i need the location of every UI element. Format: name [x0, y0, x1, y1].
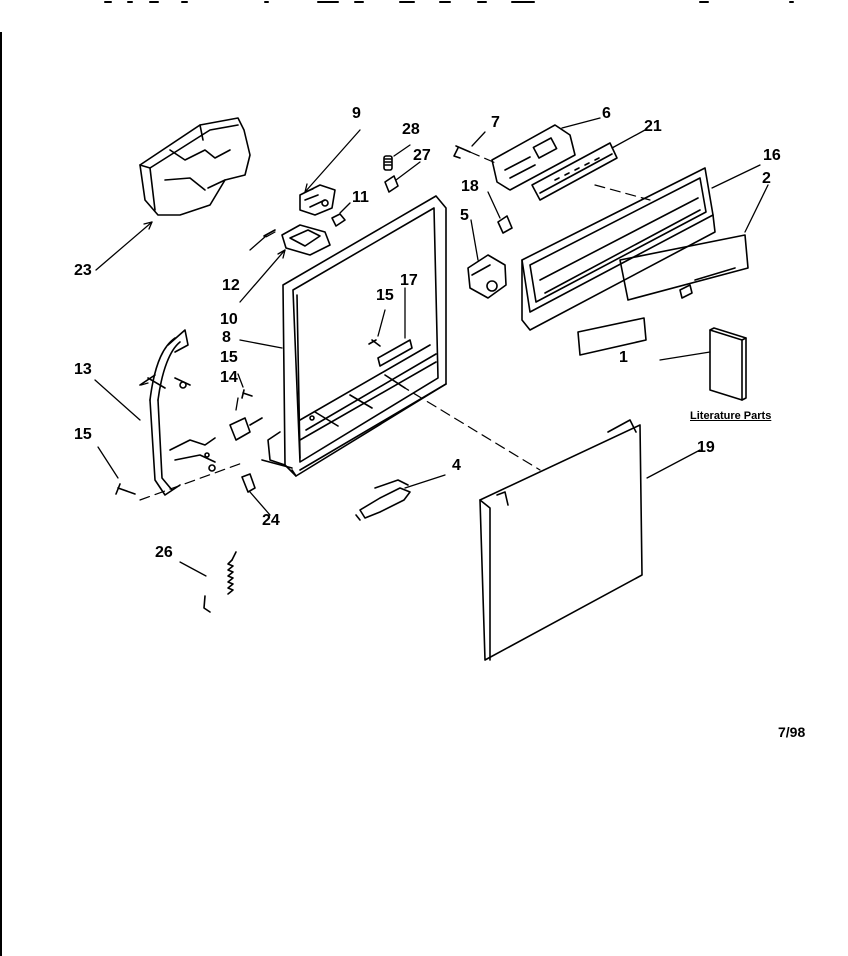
callout-14: 14	[220, 369, 238, 386]
part-5-switch	[467, 254, 507, 299]
part-17-strip	[377, 339, 413, 367]
part-23-duct-bracket	[139, 117, 251, 216]
callout-23: 23	[74, 262, 92, 279]
callout-28: 28	[402, 121, 420, 138]
part-15-screw-left	[115, 483, 136, 495]
literature-parts-label: Literature Parts	[690, 410, 772, 422]
part-1-strip	[577, 317, 647, 356]
part-15-screw-mid	[241, 389, 253, 399]
part-21-keypad	[531, 142, 618, 201]
part-9-latch	[299, 184, 336, 216]
callout-16: 16	[763, 147, 781, 164]
part-14-connector	[229, 417, 263, 441]
part-11-screw	[331, 213, 346, 227]
part-13-wire-harness	[139, 329, 216, 496]
callout-27: 27	[413, 147, 431, 164]
callout-15-center: 15	[376, 287, 394, 304]
part-15-screw-center	[368, 339, 381, 347]
callout-21: 21	[644, 118, 662, 135]
callout-12: 12	[222, 277, 240, 294]
leader-lines	[94, 117, 769, 577]
part-24-clip	[241, 473, 256, 493]
part-10-latch-base	[281, 224, 331, 256]
callout-2: 2	[762, 170, 771, 187]
callout-19: 19	[697, 439, 715, 456]
callout-4: 4	[452, 457, 461, 474]
part-27-clip	[384, 175, 399, 193]
part-6-control-panel	[491, 124, 576, 191]
callout-1: 1	[619, 349, 628, 366]
callout-18: 18	[461, 178, 479, 195]
part-18-knob	[497, 215, 513, 234]
part-16-console	[521, 167, 716, 331]
part-4-hinge	[355, 479, 411, 521]
callout-6: 6	[602, 105, 611, 122]
callout-13: 13	[74, 361, 92, 378]
callout-15-upper: 15	[220, 349, 238, 366]
part-7-screw	[453, 145, 471, 159]
part-19-outer-door-panel	[479, 419, 643, 661]
part-12-pin	[263, 229, 276, 237]
callout-7: 7	[491, 114, 500, 131]
callout-9: 9	[352, 105, 361, 122]
callout-15-left: 15	[74, 426, 92, 443]
literature-booklet	[709, 327, 747, 401]
callout-5: 5	[460, 207, 469, 224]
part-28-spring	[383, 155, 393, 171]
callout-10: 10	[220, 311, 238, 328]
callout-26: 26	[155, 544, 173, 561]
callout-24: 24	[262, 512, 280, 529]
alignment-lines	[139, 151, 651, 501]
left-border-line	[0, 32, 2, 956]
callout-17: 17	[400, 272, 418, 289]
part-26-spring	[203, 551, 237, 613]
part-2-panel	[619, 234, 749, 301]
date-code: 7/98	[778, 724, 806, 740]
callout-11: 11	[352, 189, 369, 206]
callout-8: 8	[222, 329, 231, 346]
